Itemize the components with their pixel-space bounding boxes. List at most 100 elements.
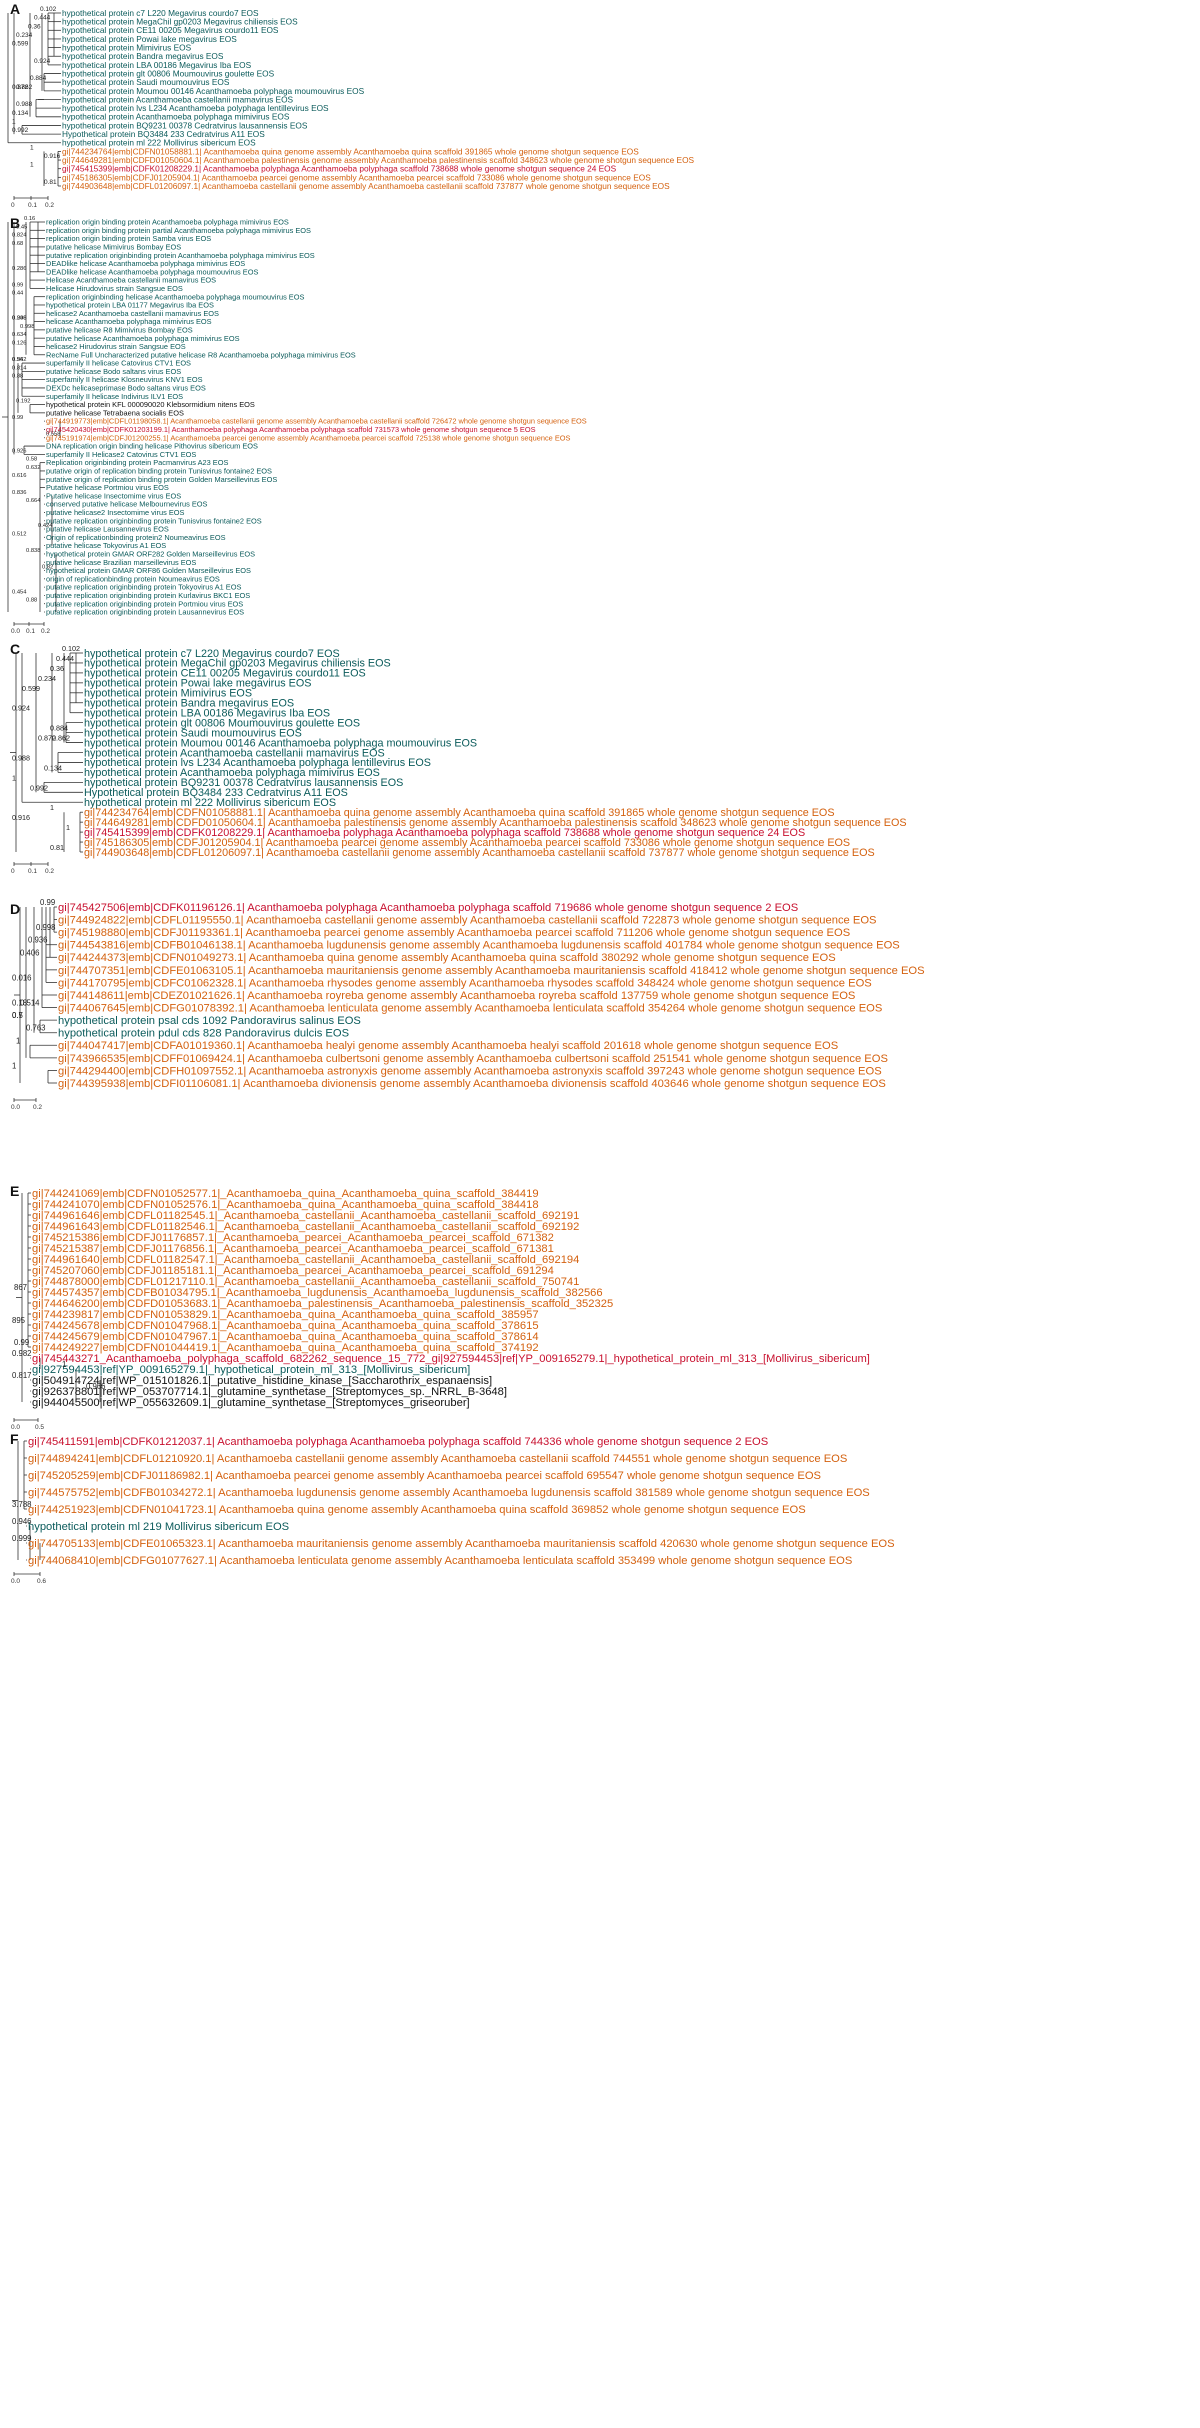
- leaf-label: helicase Acanthamoeba polyphaga mimiviru…: [46, 317, 212, 326]
- leaf-label: gi|744068410|emb|CDFG01077627.1| Acantha…: [28, 1555, 852, 1567]
- leaf-label: gi|744903648|emb|CDFL01206097.1| Acantha…: [62, 181, 670, 191]
- support-value: 0.924: [12, 704, 30, 713]
- leaf-label: gi|744251923|emb|CDFN01041723.1| Acantha…: [28, 1504, 806, 1516]
- scale-label: 0: [11, 202, 15, 209]
- support-value: 0.966: [86, 1382, 106, 1391]
- leaf-label: gi|927594453|ref|YP_009165279.1|_hypothe…: [32, 1364, 470, 1376]
- leaf-label: superfamily II helicase Catovirus CTV1 E…: [46, 359, 191, 368]
- panel-label: D: [10, 901, 20, 917]
- support-value: 0.632: [26, 465, 41, 471]
- support-value: 0.836: [12, 490, 27, 496]
- leaf-label: putative replication originbinding prote…: [46, 516, 262, 525]
- leaf-label: gi|744646200|emb|CDFD01053683.1|_Acantha…: [32, 1298, 613, 1310]
- support-value: 0.884: [50, 724, 68, 733]
- leaf-label: Hypothetical protein BQ3484 233 Cedratvi…: [62, 129, 265, 139]
- leaf-label: hypothetical protein LBA 00186 Megavirus…: [84, 707, 330, 719]
- support-value: 0.016: [12, 973, 32, 982]
- leaf-label: gi|744903648|emb|CDFL01206097.1| Acantha…: [84, 847, 875, 859]
- leaf-label: hypothetical protein GMAR ORF86 Golden M…: [46, 566, 251, 575]
- leaf-label: hypothetical protein CE11 00205 Megaviru…: [62, 25, 279, 35]
- leaf-label: gi|504914724|ref|WP_015101826.1|_putativ…: [32, 1375, 492, 1387]
- support-value: 0.599: [12, 41, 29, 48]
- leaf-label: putative helicase Bodo saltans virus EOS: [46, 367, 181, 376]
- leaf-label: hypothetical protein Acanthamoeba polyph…: [84, 767, 380, 779]
- leaf-label: gi|744649281|emb|CDFD01050604.1| Acantha…: [62, 155, 695, 165]
- support-value: 867: [14, 1283, 27, 1292]
- leaf-label: gi|744961646|emb|CDFL01182545.1|_Acantha…: [32, 1210, 579, 1222]
- leaf-label: putative origin of replication binding p…: [46, 467, 272, 476]
- leaf-label: hypothetical protein lvs L234 Acanthamoe…: [62, 103, 329, 113]
- support-value: 0.54: [12, 357, 24, 363]
- support-value: 0.916: [44, 153, 61, 160]
- support-value: 0.936: [28, 936, 48, 945]
- support-value: 0.998: [20, 324, 35, 330]
- leaf-label: gi|744047417|emb|CDFA01019360.1| Acantha…: [58, 1040, 838, 1052]
- leaf-label: gi|744574357|emb|CDFB01034795.1|_Acantha…: [32, 1287, 603, 1299]
- leaf-label: gi|745191974|emb|CDFJ01200255.1| Acantha…: [46, 433, 570, 442]
- leaf-label: hypothetical protein MegaChil gp0203 Meg…: [62, 17, 298, 27]
- leaf-label: gi|745420430|emb|CDFK01203199.1| Acantha…: [46, 425, 536, 434]
- support-value: 0.872: [12, 84, 29, 91]
- support-value: 0.36: [28, 23, 41, 30]
- leaf-label: helicase2 Acanthamoeba castellanii mamav…: [46, 309, 219, 318]
- leaf-label: hypothetical protein glt 00806 Moumouvir…: [84, 717, 360, 729]
- leaf-label: DEADlike helicase Acanthamoeba polyphaga…: [46, 259, 245, 268]
- leaf-label: gi|744067645|emb|CDFG01078392.1| Acantha…: [58, 1002, 882, 1014]
- leaf-label: hypothetical protein ml 222 Mollivirus s…: [84, 797, 336, 809]
- support-value: 0.558: [46, 432, 61, 438]
- scale-label: 0.1: [28, 868, 37, 875]
- leaf-label: putative replication originbinding prote…: [46, 583, 241, 592]
- support-value: 1: [66, 823, 70, 832]
- support-value: 0.817: [12, 1371, 32, 1380]
- leaf-label: hypothetical protein psal cds 1092 Pando…: [58, 1015, 361, 1027]
- scale-label: 0.0: [11, 628, 20, 635]
- leaf-label: gi|744170795|emb|CDFC01062328.1| Acantha…: [58, 977, 872, 989]
- scale-label: 0.0: [11, 1424, 20, 1431]
- leaf-label: putative helicase2 Insectomime virus EOS: [46, 508, 185, 517]
- leaf-label: putative replication originbinding prote…: [46, 608, 244, 617]
- support-value: 0.444: [34, 15, 51, 22]
- support-value: 0.454: [12, 589, 27, 595]
- leaf-label: Putative helicase Portmiou virus EOS: [46, 483, 169, 492]
- leaf-label: gi|745443271_Acanthamoeba_polyphaga_scaf…: [32, 1353, 870, 1365]
- leaf-label: helicase2 Hirudovirus strain Sangsue EOS: [46, 342, 186, 351]
- leaf-label: gi|744543816|emb|CDFB01046138.1| Acantha…: [58, 940, 900, 952]
- leaf-label: replication origin binding protein parti…: [46, 226, 311, 235]
- support-value: 1: [12, 118, 16, 125]
- support-value: 1: [16, 1036, 20, 1045]
- leaf-label: hypothetical protein ml 219 Mollivirus s…: [28, 1521, 289, 1533]
- leaf-label: hypothetical protein glt 00806 Moumouvir…: [62, 68, 275, 78]
- support-value: 0.824: [12, 233, 27, 239]
- support-value: 0.126: [12, 340, 27, 346]
- support-value: 1: [30, 144, 34, 151]
- leaf-label: superfamily II helicase Klosneuvirus KNV…: [46, 375, 203, 384]
- leaf-label: origin of replicationbinding protein Nou…: [46, 574, 220, 583]
- leaf-label: Hypothetical protein BQ3484 233 Cedratvi…: [84, 787, 348, 799]
- leaf-label: putative helicase Tetrabaena socialis EO…: [46, 408, 184, 417]
- support-value: 0.988: [12, 753, 30, 762]
- scale-label: 0: [11, 868, 15, 875]
- support-value: 0.763: [26, 1024, 46, 1033]
- leaf-label: gi|745186305|emb|CDFJ01205904.1| Acantha…: [62, 172, 651, 182]
- leaf-label: hypothetical protein Powai lake megaviru…: [62, 34, 237, 44]
- support-value: 0.36: [50, 664, 64, 673]
- leaf-label: gi|744234764|emb|CDFN01058881.1| Acantha…: [84, 807, 835, 819]
- leaf-label: DNA replication origin binding helicase …: [46, 442, 258, 451]
- leaf-label: gi|745415399|emb|CDFK01208229.1| Acantha…: [62, 164, 617, 174]
- support-value: 0.99: [40, 898, 55, 907]
- leaf-label: Helicase Hirudovirus strain Sangsue EOS: [46, 284, 183, 293]
- support-value: 0.88: [26, 598, 37, 604]
- support-value: 0.5: [12, 1011, 24, 1020]
- support-value: 1: [12, 1061, 16, 1070]
- leaf-label: putative helicase Tokyovirus A1 EOS: [46, 541, 166, 550]
- leaf-label: DEXDc helicaseprimase Bodo saltans virus…: [46, 384, 206, 393]
- support-value: 0.862: [16, 84, 33, 91]
- scale-label: 0.0: [11, 1104, 20, 1111]
- support-value: 0.982: [12, 1349, 32, 1358]
- support-value: 0.946: [12, 1517, 32, 1526]
- support-value: 0.234: [38, 674, 56, 683]
- support-value: 0.102: [40, 6, 57, 13]
- leaf-label: gi|745215386|emb|CDFJ01176857.1|_Acantha…: [32, 1232, 554, 1244]
